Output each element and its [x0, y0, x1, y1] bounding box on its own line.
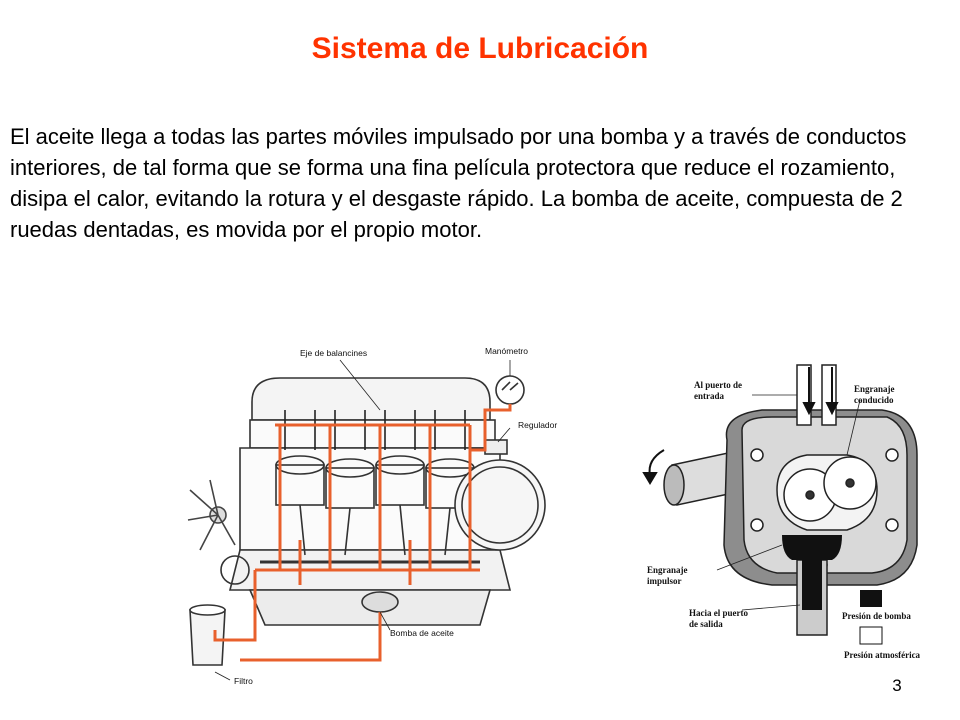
legend-swatch-atmospheric [859, 626, 883, 645]
pump-flow-arrows [642, 367, 839, 485]
slide-title: Sistema de Lubricación [311, 32, 649, 65]
label-filtro: Filtro [234, 676, 253, 686]
pump-pressure-flow [782, 535, 842, 610]
engine-block-illustration [187, 375, 546, 666]
label-engranaje-impulsor-1: Engranaje [647, 565, 688, 575]
label-engranaje-conducido-1: Engranaje [854, 384, 895, 394]
label-regulador: Regulador [518, 420, 557, 430]
legend-presion-bomba: Presión de bomba [842, 611, 911, 621]
label-bomba-de-aceite: Bomba de aceite [390, 628, 454, 638]
oil-passages [213, 404, 512, 662]
pump-housing-illustration [663, 364, 918, 636]
pump-legend: Presión de bomba Presión atmosférica [842, 590, 921, 660]
label-engranaje-impulsor-2: impulsor [647, 576, 682, 586]
legend-presion-atmosferica: Presión atmosférica [844, 650, 921, 660]
pump-labels: Al puerto de entrada Engranaje conducido… [647, 380, 895, 629]
label-puerto-entrada-2: entrada [694, 391, 724, 401]
label-eje-de-balancines: Eje de balancines [300, 348, 367, 358]
pump-leader-lines [716, 394, 861, 611]
label-puerto-entrada-1: Al puerto de [694, 380, 742, 390]
gear-pump-diagram: Al puerto de entrada Engranaje conducido… [642, 364, 921, 660]
legend-swatch-pump-pressure [860, 590, 882, 607]
slide-body-text: El aceite llega a todas las partes móvil… [10, 124, 907, 242]
engine-lubrication-diagram: Eje de balancines Manómetro Regulador Bo… [187, 346, 557, 686]
label-puerto-salida-1: Hacia el puerto [689, 608, 748, 618]
label-manometro: Manómetro [485, 346, 528, 356]
engine-leader-lines [214, 359, 511, 681]
page-number: 3 [892, 676, 902, 695]
label-engranaje-conducido-2: conducido [854, 395, 894, 405]
label-puerto-salida-2: de salida [689, 619, 723, 629]
